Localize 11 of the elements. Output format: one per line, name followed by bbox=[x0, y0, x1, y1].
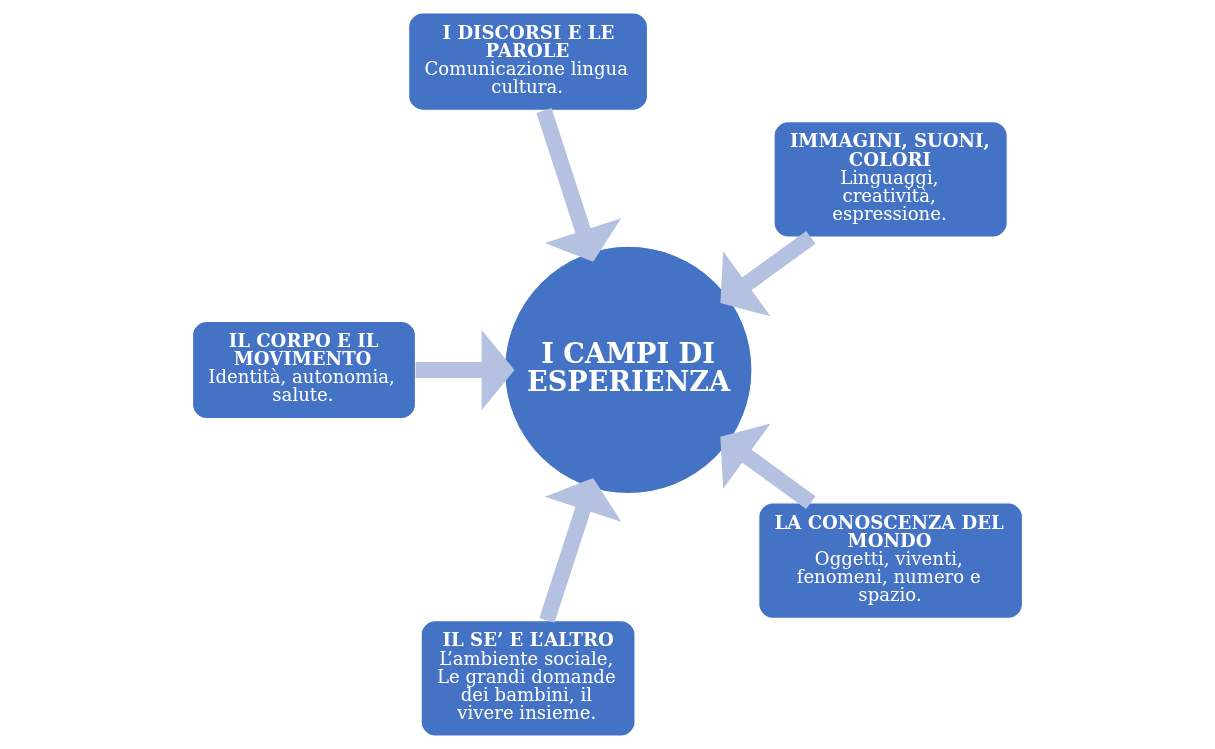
arrow bbox=[415, 329, 515, 411]
node-box: IL CORPO E IL MOVIMENTO Identità, autonomia, salute. bbox=[191, 320, 417, 420]
arrow bbox=[536, 108, 622, 262]
node-circle: I CAMPI DI ESPERIENZA bbox=[504, 245, 753, 495]
arrow bbox=[539, 478, 622, 623]
arrow bbox=[720, 423, 816, 509]
node-box: IL SE’ E L’ALTRO L’ambiente sociale, Le grandi domande dei bambini, il vivere insieme. bbox=[420, 620, 636, 737]
node-box: I DISCORSI E LE PAROLE Comunicazione lingua cultura. bbox=[408, 12, 649, 111]
arrow bbox=[720, 230, 816, 317]
node-box: LA CONOSCENZA DEL MONDO Oggetti, viventi, fenomeni, numero e spazio. bbox=[758, 502, 1024, 619]
node-box: IMMAGINI, SUONI, COLORI Linguaggi, creatività, espressione. bbox=[773, 121, 1008, 238]
